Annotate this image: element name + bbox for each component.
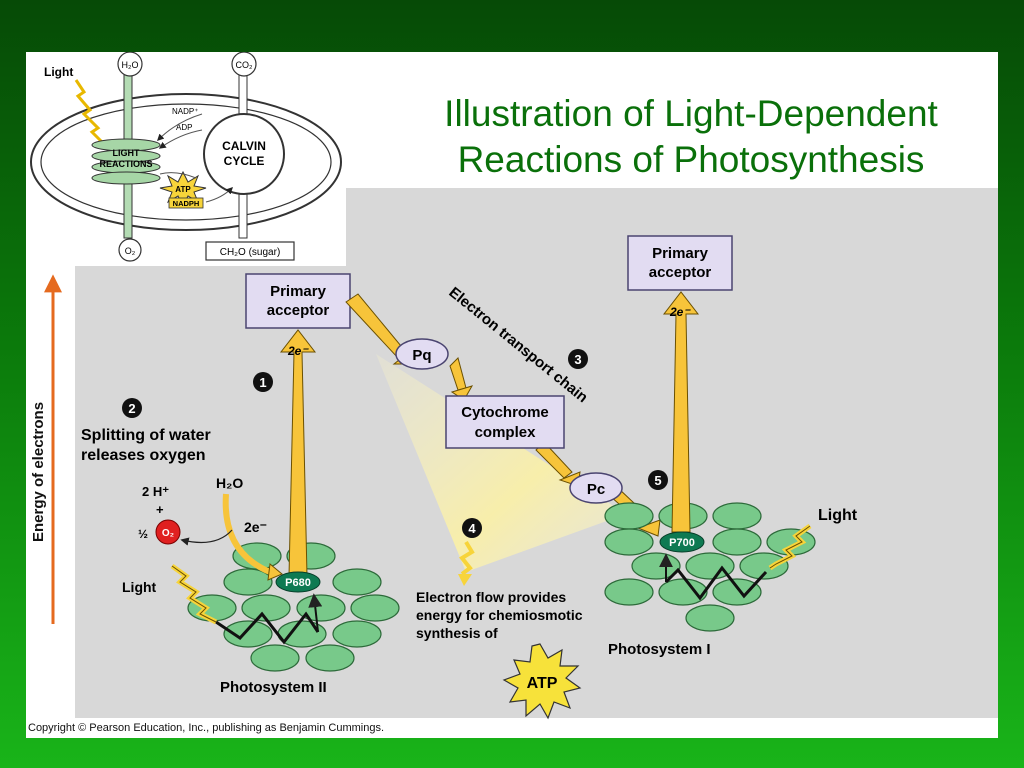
step-3-marker xyxy=(568,349,588,369)
electron-flow-cone xyxy=(376,354,626,572)
pc-ellipse xyxy=(569,472,623,504)
inset-nadph: NADPH xyxy=(173,199,200,208)
splitting-line-1: Splitting of water xyxy=(81,427,211,444)
water-electron-arrow xyxy=(222,493,272,575)
step-3-number: 3 xyxy=(574,352,581,367)
inset-calvin-1: CALVIN xyxy=(222,139,266,153)
cytochrome-line-2: complex xyxy=(475,424,537,441)
cytochrome-line-1: Cytochrome xyxy=(461,404,549,421)
inset-light-zigzag xyxy=(74,79,108,148)
photosystem-ii: 2e⁻ P680 Light Photosystem II xyxy=(122,329,400,696)
step-4-number: 4 xyxy=(468,521,476,536)
ps2-h2o: H₂O xyxy=(216,475,243,491)
pq-label: Pq xyxy=(412,347,431,364)
photosynthesis-diagram: Energy of electrons H₂O CO₂ O₂ CH₂O (sug… xyxy=(26,52,998,720)
energy-axis-label: Energy of electrons xyxy=(30,402,47,542)
two-h-plus: 2 H⁺ xyxy=(142,484,169,499)
p680-label: P680 xyxy=(285,577,311,589)
ps1-light-label: Light xyxy=(818,507,858,524)
ps2-o2: O₂ xyxy=(162,528,174,539)
step-5-marker xyxy=(648,470,668,490)
inset-calvin-2: CYCLE xyxy=(224,154,265,168)
photosystem-i: 2e⁻ P700 Light Photosystem I xyxy=(604,291,858,658)
ps1-primary-acceptor-box xyxy=(627,235,733,291)
slide-title-line-1: Illustration of Light-Dependent xyxy=(444,93,938,134)
ps1-electron-arrow xyxy=(662,291,700,533)
p700-label: P700 xyxy=(669,537,695,549)
step-1-number: 1 xyxy=(259,375,266,390)
inset-h2o: H₂O xyxy=(122,60,139,70)
inset-o2: O₂ xyxy=(125,246,136,256)
slide: Illustration of Light-Dependent Reaction… xyxy=(26,52,998,738)
ps1-name: Photosystem I xyxy=(608,641,711,658)
cytochrome-box xyxy=(445,395,565,449)
ps1-2e-label: 2e⁻ xyxy=(669,305,691,319)
step-2-number: 2 xyxy=(128,401,135,416)
flow-line-2: energy for chemiosmotic xyxy=(416,607,583,623)
inset-light-reactions-1: LIGHT xyxy=(113,148,140,158)
ps1-primary-2: acceptor xyxy=(649,264,712,281)
ps2-primary-2: acceptor xyxy=(267,302,330,319)
ps2-electron-arrow xyxy=(279,329,317,577)
ps2-name: Photosystem II xyxy=(220,679,327,696)
inset-light-reactions-2: REACTIONS xyxy=(99,159,152,169)
step-1-marker xyxy=(253,372,273,392)
inset-co2: CO₂ xyxy=(236,60,254,70)
main-panel xyxy=(75,188,998,718)
one-half: ½ xyxy=(138,527,148,541)
ps1-energy-zigzag xyxy=(664,565,768,601)
ps2-2e-label: 2e⁻ xyxy=(287,344,309,358)
inset-sugar: CH₂O (sugar) xyxy=(220,247,281,258)
ps2-light-label: Light xyxy=(122,579,157,595)
pc-label: Pc xyxy=(587,481,605,498)
step-2-marker xyxy=(122,398,142,418)
electron-transport-chain: Pq Cytochrome complex Pc Electron transp… xyxy=(345,284,661,720)
atp-label: ATP xyxy=(527,675,558,692)
ps1-primary-1: Primary xyxy=(652,245,709,262)
ps2-energy-zigzag xyxy=(215,611,320,645)
splitting-line-2: releases oxygen xyxy=(81,447,206,464)
inset-nadp: NADP⁺ xyxy=(172,107,198,116)
inset-light-label: Light xyxy=(44,65,73,79)
copyright-notice: Copyright © Pearson Education, Inc., pub… xyxy=(28,722,385,734)
step-5-number: 5 xyxy=(654,473,661,488)
ps2-primary-1: Primary xyxy=(270,283,327,300)
step-4-flow-zigzag xyxy=(459,540,475,576)
flow-line-1: Electron flow provides xyxy=(416,589,566,605)
overview-inset: H₂O CO₂ O₂ CH₂O (sugar) Light LIGHT REAC… xyxy=(26,52,346,266)
plus-sign: + xyxy=(156,502,164,517)
pq-ellipse xyxy=(395,338,449,370)
atp-starburst xyxy=(502,643,582,720)
flow-line-3: synthesis of xyxy=(416,625,498,641)
inset-adp: ADP xyxy=(176,123,192,132)
oxygen-ball xyxy=(155,519,181,545)
oxygen-release-arrow xyxy=(180,529,233,546)
inset-atp: ATP xyxy=(175,185,191,194)
step-4-marker xyxy=(462,518,482,538)
slide-title-line-2: Reactions of Photosynthesis xyxy=(457,139,925,180)
ps2-primary-acceptor-box xyxy=(245,273,351,329)
ps2-2e-water: 2e⁻ xyxy=(244,519,267,535)
